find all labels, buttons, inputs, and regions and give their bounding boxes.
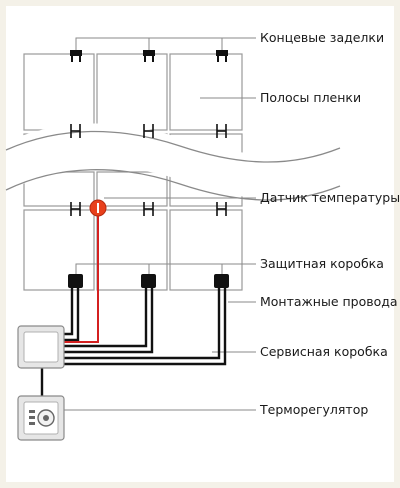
film-strips-lower (23, 171, 243, 291)
end-cap (70, 50, 82, 56)
end-caps (70, 50, 228, 62)
break-fill (6, 123, 340, 201)
end-cap (225, 56, 227, 62)
strip-connectors (70, 124, 227, 216)
end-cap (143, 50, 155, 56)
label-thermostat: Терморегулятор (259, 402, 368, 417)
label-end-caps: Концевые заделки (260, 30, 384, 45)
break-line-top (5, 130, 341, 163)
sensor-wire (64, 214, 99, 343)
film-panel (169, 53, 243, 131)
label-temperature-sensor: Датчик температуры (260, 190, 400, 205)
film-panel (96, 171, 168, 207)
junction-box (141, 274, 156, 288)
label-film-strips: Полосы пленки (260, 90, 361, 105)
film-panel (23, 53, 95, 131)
end-cap (144, 56, 146, 62)
temperature-sensor (89, 199, 107, 217)
end-cap (79, 56, 81, 62)
end-cap (152, 56, 154, 62)
thermostat (17, 395, 65, 441)
label-mounting-wires: Монтажные провода (260, 294, 398, 309)
service-box (17, 325, 65, 369)
junction-box (68, 274, 83, 288)
film-panel (169, 209, 243, 291)
end-cap (216, 50, 228, 56)
end-cap (217, 56, 219, 62)
leader-lines (64, 37, 256, 411)
end-cap (71, 56, 73, 62)
label-junction-box: Защитная коробка (260, 256, 384, 271)
junction-box (214, 274, 229, 288)
film-panel (96, 53, 168, 131)
junction-boxes (68, 274, 229, 288)
film-panel (96, 209, 168, 291)
mounting-wires (40, 282, 227, 398)
label-service-box: Сервисная коробка (260, 344, 388, 359)
film-panel (23, 209, 95, 291)
break-line-bottom (5, 169, 341, 201)
